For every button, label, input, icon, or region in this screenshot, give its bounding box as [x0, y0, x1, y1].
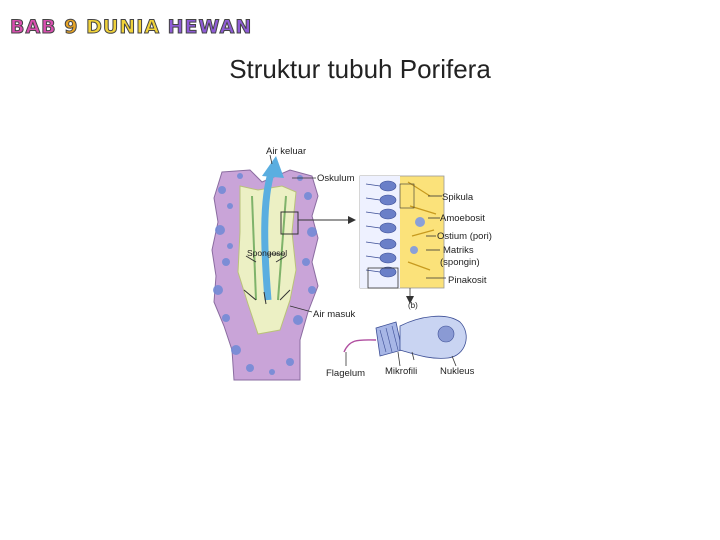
label-air-masuk: Air masuk — [313, 309, 356, 320]
label-ostium: Ostium (pori) — [437, 231, 492, 242]
chapter-word-dunia: DUNIA — [86, 16, 161, 39]
label-flagelum: Flagelum — [326, 368, 366, 379]
label-spongin: (spongin) — [440, 257, 480, 268]
sponge-body — [211, 156, 356, 381]
slide-title: Struktur tubuh Porifera — [229, 54, 491, 84]
label-pinakosit: Pinakosit — [448, 275, 487, 286]
body-leader-lines — [268, 154, 316, 313]
label-mikrofili: Mikrofili — [385, 366, 418, 377]
choanocyte-leader-lines — [345, 351, 457, 367]
chapter-title: BAB 9 DUNIA HEWAN — [10, 15, 252, 39]
label-amoebosit: Amoebosit — [440, 213, 485, 224]
chapter-number: 9 — [64, 16, 79, 39]
label-oskulum: Oskulum — [317, 173, 355, 184]
choanocyte-cell — [343, 315, 467, 361]
label-nukleus: Nukleus — [440, 366, 475, 377]
cell-leader-lines — [426, 195, 446, 279]
chapter-word-hewan: HEWAN — [167, 16, 253, 39]
label-matriks: Matriks — [443, 245, 474, 256]
label-air-keluar: Air keluar — [266, 146, 307, 157]
label-panel-b: (b) — [408, 301, 418, 310]
cell-layer-detail — [359, 175, 445, 304]
chapter-word-bab: BAB — [10, 16, 57, 39]
label-spikula: Spikula — [442, 192, 474, 203]
label-spongosol: Spongosol — [247, 248, 288, 258]
